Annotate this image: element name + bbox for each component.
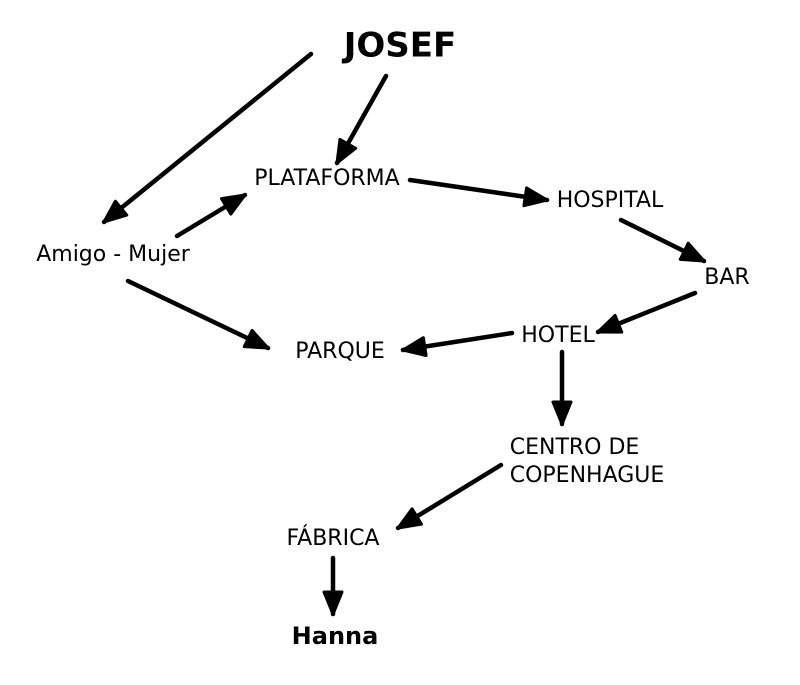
node-label-josef: JOSEF: [343, 25, 457, 66]
edge-josef-to-amigo-mujer-arrow: [101, 51, 314, 225]
edge-amigo-mujer-to-plataforma-arrow: [174, 192, 248, 239]
edge-hospital-to-bar-arrow: [618, 217, 707, 264]
node-label-hospital: HOSPITAL: [556, 188, 664, 214]
node-label-plataforma: PLATAFORMA: [254, 166, 400, 192]
edge-bar-to-hotel-arrow: [595, 290, 698, 335]
edge-josef-to-plataforma-arrow: [334, 73, 389, 166]
node-label-fabrica: FÁBRICA: [286, 526, 380, 552]
node-label-parque: PARQUE: [295, 339, 385, 365]
node-label-amigo-mujer: Amigo - Mujer: [36, 242, 190, 268]
node-label-hanna: Hanna: [291, 621, 379, 650]
edge-plataforma-to-hospital-arrow: [407, 177, 550, 208]
node-label-hotel: HOTEL: [521, 323, 595, 349]
edge-centro-de-copenhague-to-fabrica-arrow: [395, 462, 504, 531]
edge-amigo-mujer-to-parque-arrow: [125, 278, 271, 351]
edge-hotel-to-parque-arrow: [400, 330, 515, 358]
node-label-centro-de-copenhague: CENTRO DE COPENHAGUE: [509, 435, 665, 488]
node-label-bar: BAR: [704, 265, 750, 291]
edge-group: [101, 51, 707, 617]
